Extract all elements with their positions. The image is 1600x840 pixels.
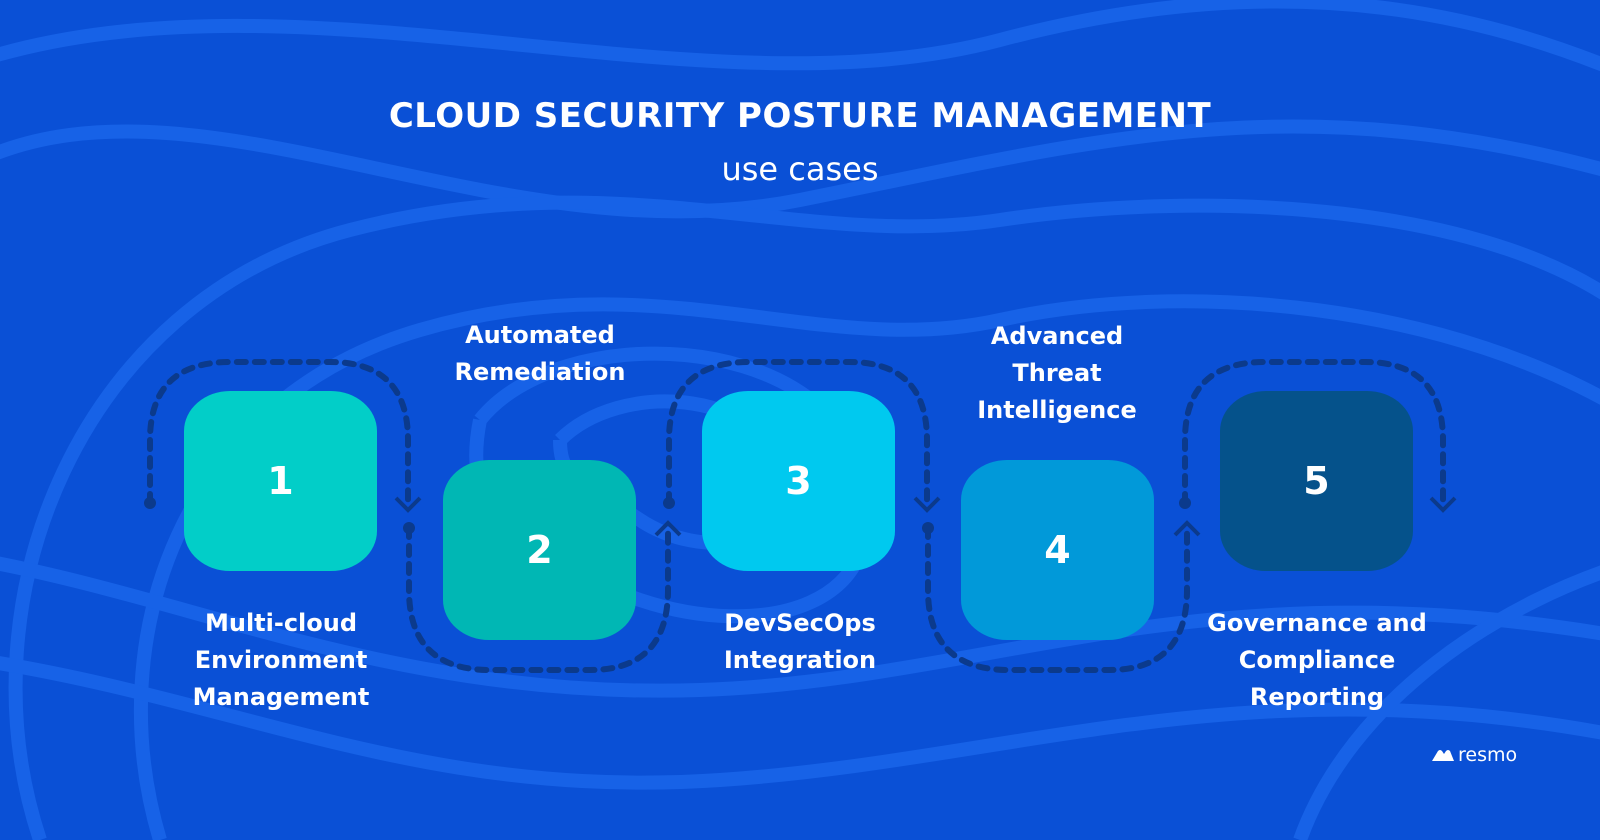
step-1-label: Multi-cloud Environment Management xyxy=(192,609,370,711)
connector-arc-2 xyxy=(406,525,671,673)
step-3-box: 3 xyxy=(702,391,895,571)
connector-arc-4 xyxy=(925,525,1190,673)
brand-name: resmo xyxy=(1458,744,1518,766)
page-subtitle: use cases xyxy=(721,150,879,188)
step-4-label: Advanced Threat Intelligence xyxy=(977,322,1137,424)
step-5-label: Governance and Compliance Reporting xyxy=(1207,609,1427,711)
arrow-up-icon xyxy=(1173,520,1201,537)
resmo-logo-icon xyxy=(1432,750,1454,761)
arrow-up-icon xyxy=(654,520,682,537)
step-1-box: 1 xyxy=(184,391,377,571)
step-4-box: 4 xyxy=(961,460,1154,640)
step-3-label: DevSecOps Integration xyxy=(723,609,877,674)
arrow-down-icon xyxy=(1429,496,1457,513)
resmo-logo: resmo xyxy=(1432,744,1517,766)
step-2-box: 2 xyxy=(443,460,636,640)
arrow-down-icon xyxy=(394,496,422,513)
page-title: CLOUD SECURITY POSTURE MANAGEMENT xyxy=(388,96,1212,136)
connector-arc-5 xyxy=(1182,359,1446,506)
connector-arc-3 xyxy=(666,359,930,506)
step-5-box: 5 xyxy=(1220,391,1413,571)
arrow-down-icon xyxy=(913,496,941,513)
connector-arc-1 xyxy=(147,359,411,506)
step-2-label: Automated Remediation xyxy=(454,321,626,386)
